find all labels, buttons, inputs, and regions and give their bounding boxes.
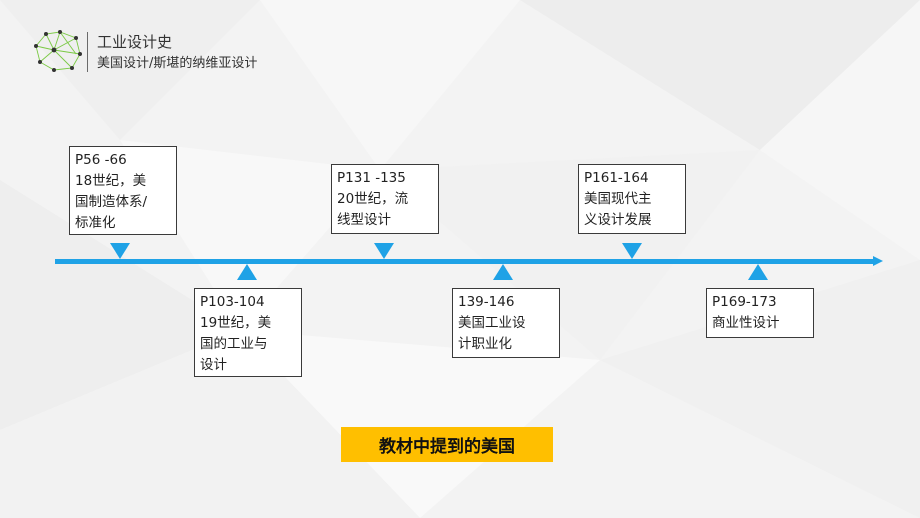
- event-line: 美国工业设: [458, 315, 526, 331]
- event-line: 139-146: [458, 294, 515, 310]
- network-logo-icon: [34, 30, 82, 72]
- event-line: 国的工业与: [200, 336, 268, 352]
- timeline-marker-up: [493, 264, 513, 280]
- event-line: 义设计发展: [584, 212, 652, 228]
- page-title: 工业设计史: [97, 33, 173, 51]
- event-line: 18世纪，美: [75, 173, 147, 189]
- timeline-marker-up: [748, 264, 768, 280]
- event-line: 19世纪，美: [200, 315, 272, 331]
- event-line: 商业性设计: [712, 315, 780, 331]
- event-line: P161-164: [584, 170, 649, 186]
- event-line: P131 -135: [337, 170, 406, 186]
- event-line: P56 -66: [75, 152, 127, 168]
- event-box-20th-century: P131 -135 20世纪，流 线型设计: [331, 164, 439, 234]
- event-line: 美国现代主: [584, 191, 652, 207]
- timeline-marker-up: [237, 264, 257, 280]
- timeline-marker-down: [622, 243, 642, 259]
- timeline-marker-down: [374, 243, 394, 259]
- event-line: 国制造体系/: [75, 194, 148, 210]
- highlight-label: 教材中提到的美国: [341, 427, 553, 462]
- event-line: 线型设计: [337, 212, 391, 228]
- event-line: 设计: [200, 357, 227, 373]
- event-line: P169-173: [712, 294, 777, 310]
- page-subtitle: 美国设计/斯堪的纳维亚设计: [97, 56, 258, 71]
- event-box-modernism: P161-164 美国现代主 义设计发展: [578, 164, 686, 234]
- event-line: P103-104: [200, 294, 265, 310]
- timeline-line: [55, 259, 875, 264]
- timeline-marker-down: [110, 243, 130, 259]
- event-box-19th-century: P103-104 19世纪，美 国的工业与 设计: [194, 288, 302, 377]
- event-box-professionalization: 139-146 美国工业设 计职业化: [452, 288, 560, 358]
- event-line: 计职业化: [458, 336, 512, 352]
- event-box-commercial-design: P169-173 商业性设计: [706, 288, 814, 338]
- header-divider: [87, 32, 88, 72]
- event-line: 标准化: [75, 215, 116, 231]
- timeline-arrow-icon: [873, 256, 883, 266]
- event-line: 20世纪，流: [337, 191, 409, 207]
- event-box-18th-century: P56 -66 18世纪，美 国制造体系/ 标准化: [69, 146, 177, 235]
